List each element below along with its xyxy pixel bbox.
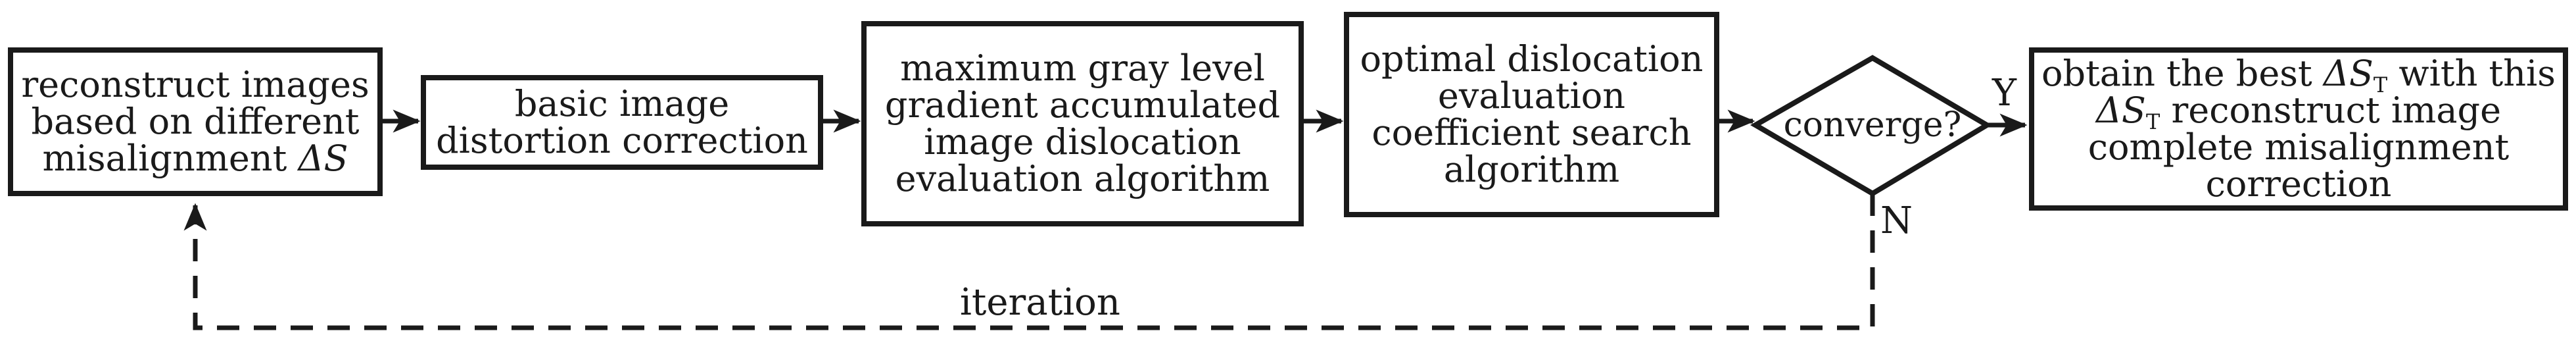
box2-line1: basic image xyxy=(514,83,730,124)
box5-line1-prefix: obtain the best xyxy=(2041,53,2324,94)
box5-line2-suffix: reconstruct image xyxy=(2160,90,2502,131)
box1-line3-text: misalignment xyxy=(42,138,298,179)
box-reconstruct-images: reconstruct images based on different mi… xyxy=(8,47,383,196)
box5-line1-symbol: ΔS xyxy=(2323,53,2373,94)
box4-line1: optimal dislocation xyxy=(1360,38,1704,80)
box5-line2-subscript: T xyxy=(2145,109,2160,134)
box5-line1: obtain the best ΔST with this xyxy=(2041,53,2556,96)
box5-line3: complete misalignment xyxy=(2087,126,2510,168)
yes-label: Y xyxy=(1992,72,2016,115)
box4-line2: evaluation xyxy=(1437,75,1626,117)
box1-line3: misalignment ΔS xyxy=(42,140,348,177)
box3-line2: gradient accumulated xyxy=(884,84,1281,126)
box5-line2: ΔST reconstruct image xyxy=(2095,90,2502,133)
box-complete-correction: obtain the best ΔST with this ΔST recons… xyxy=(2029,47,2568,211)
box5-line1-suffix: with this xyxy=(2387,53,2556,94)
iteration-label: iteration xyxy=(960,281,1120,324)
box1-line2: based on different xyxy=(31,101,360,142)
box4-line4: algorithm xyxy=(1443,149,1620,190)
box3-line3: image dislocation xyxy=(924,121,1241,163)
box-gradient-evaluation-algorithm: maximum gray level gradient accumulated … xyxy=(861,21,1304,226)
box2-line2: distortion correction xyxy=(436,120,808,161)
decision-label: converge? xyxy=(1783,105,1962,145)
box5-line2-symbol: ΔS xyxy=(2095,90,2146,131)
iteration-loop-line xyxy=(183,194,1875,330)
box3-line1: maximum gray level xyxy=(900,47,1265,89)
box-basic-distortion-correction: basic image distortion correction xyxy=(421,75,823,170)
box1-line3-symbol: ΔS xyxy=(298,138,348,179)
box4-line3: coefficient search xyxy=(1371,112,1692,153)
box3-line4: evaluation algorithm xyxy=(895,158,1270,199)
box5-line4: correction xyxy=(2205,163,2392,205)
box5-line1-subscript: T xyxy=(2373,72,2388,97)
box1-line1: reconstruct images xyxy=(21,64,370,105)
no-label: N xyxy=(1880,199,1913,242)
box-coefficient-search-algorithm: optimal dislocation evaluation coefficie… xyxy=(1344,12,1719,217)
